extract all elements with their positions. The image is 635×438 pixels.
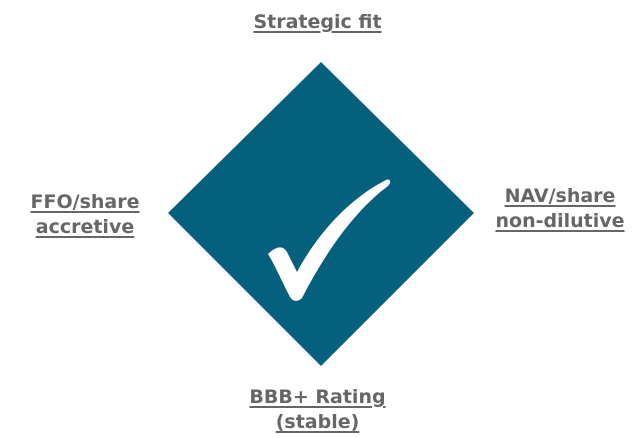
label-ffo-share: FFO/share accretive — [5, 190, 165, 240]
label-nav-share: NAV/share non-dilutive — [476, 184, 635, 234]
label-nav-share-line1: NAV/share — [504, 185, 616, 207]
diamond-polygon — [168, 62, 474, 366]
label-ffo-share-line1: FFO/share — [30, 191, 140, 213]
diamond-svg — [168, 62, 474, 366]
label-rating-line2: (stable) — [275, 411, 360, 433]
diamond-shape — [168, 62, 474, 366]
label-strategic-fit-text: Strategic fit — [253, 11, 382, 33]
checkmark-icon — [268, 179, 391, 301]
label-strategic-fit: Strategic fit — [200, 10, 435, 35]
label-rating: BBB+ Rating (stable) — [230, 385, 405, 435]
label-ffo-share-line2: accretive — [35, 216, 135, 238]
label-rating-line1: BBB+ Rating — [249, 386, 386, 408]
label-nav-share-line2: non-dilutive — [495, 210, 625, 232]
